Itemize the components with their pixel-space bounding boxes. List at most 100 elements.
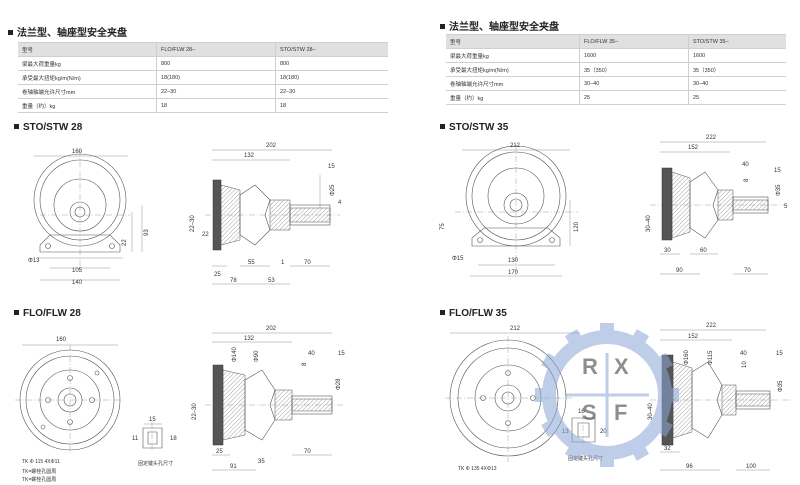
svg-text:15: 15 bbox=[328, 164, 335, 170]
flo35-title: FLO/FLW 35 bbox=[440, 308, 507, 319]
svg-text:140: 140 bbox=[72, 280, 83, 286]
bullet-square-icon bbox=[440, 310, 445, 315]
svg-text:100: 100 bbox=[746, 464, 757, 470]
left-section-title: 法兰型、轴座型安全夹盘 bbox=[8, 24, 127, 39]
svg-text:78: 78 bbox=[230, 278, 237, 284]
svg-text:90: 90 bbox=[676, 268, 683, 274]
svg-text:40: 40 bbox=[740, 351, 747, 357]
svg-text:8: 8 bbox=[302, 362, 308, 366]
flo35-front-view: 212 TK Φ 135 4XΦ13 bbox=[445, 326, 580, 472]
svg-text:130: 130 bbox=[508, 258, 519, 264]
bullet-square-icon bbox=[440, 124, 445, 129]
gear-tooth bbox=[541, 352, 561, 373]
svg-text:Φ15: Φ15 bbox=[452, 256, 464, 262]
watermark-letter-r: R bbox=[582, 354, 598, 379]
svg-text:160: 160 bbox=[56, 337, 67, 343]
svg-text:1: 1 bbox=[281, 260, 285, 266]
watermark-letter-f: F bbox=[614, 400, 627, 425]
svg-text:222: 222 bbox=[706, 135, 717, 141]
svg-text:固定键头孔尺寸: 固定键头孔尺寸 bbox=[568, 455, 603, 462]
sto35-front-view: 212 Φ15 130 170 75 120 bbox=[440, 143, 580, 277]
svg-text:32: 32 bbox=[664, 446, 671, 452]
svg-text:132: 132 bbox=[244, 336, 255, 342]
bullet-square-icon bbox=[14, 310, 19, 315]
svg-text:15: 15 bbox=[338, 351, 345, 357]
gear-tooth bbox=[564, 329, 585, 349]
svg-text:202: 202 bbox=[266, 143, 277, 149]
right-section-title: 法兰型、轴座型安全夹盘 bbox=[440, 18, 559, 33]
svg-text:22: 22 bbox=[202, 232, 209, 238]
svg-text:10: 10 bbox=[742, 361, 748, 368]
gear-tooth bbox=[653, 352, 673, 373]
svg-text:40: 40 bbox=[742, 162, 749, 168]
svg-text:15: 15 bbox=[776, 351, 783, 357]
svg-text:30–40: 30–40 bbox=[648, 403, 654, 420]
gear-tooth bbox=[541, 417, 561, 438]
gear-tooth bbox=[629, 329, 650, 349]
svg-text:70: 70 bbox=[304, 449, 311, 455]
svg-text:70: 70 bbox=[304, 260, 311, 266]
gear-tooth bbox=[564, 441, 585, 461]
gear-tooth bbox=[629, 441, 650, 461]
svg-text:Φ160: Φ160 bbox=[684, 350, 690, 365]
bullet-square-icon bbox=[8, 30, 13, 35]
svg-text:105: 105 bbox=[72, 268, 83, 274]
svg-text:25: 25 bbox=[216, 449, 223, 455]
table-row: 承受最大扭矩kg/m(N/m)18(180)18(180) bbox=[18, 70, 388, 85]
flo28-front-view: 160 TK Φ 115 4XΦ11 TK=螺栓孔圆周 TK=螺栓孔圆周 bbox=[15, 337, 125, 483]
sto28-side-view: 202 132 15 Φ25 4 22–30 22 25 55 1 70 78 … bbox=[190, 143, 342, 285]
gear-tooth bbox=[653, 417, 673, 438]
svg-text:30: 30 bbox=[664, 248, 671, 254]
svg-text:160: 160 bbox=[72, 149, 83, 155]
flo28-key-detail: 15 11 18 固定键头孔尺寸 bbox=[132, 417, 177, 467]
svg-text:Φ115: Φ115 bbox=[708, 350, 714, 365]
svg-text:TK Φ 115 4XΦ11: TK Φ 115 4XΦ11 bbox=[22, 459, 60, 465]
svg-text:60: 60 bbox=[700, 248, 707, 254]
svg-text:Φ28: Φ28 bbox=[336, 378, 342, 390]
watermark-gear-teeth bbox=[535, 323, 679, 467]
svg-text:91: 91 bbox=[230, 464, 237, 470]
svg-text:8: 8 bbox=[744, 178, 750, 182]
svg-text:40: 40 bbox=[308, 351, 315, 357]
svg-text:70: 70 bbox=[744, 268, 751, 274]
sto28-front-view: 160 Φ13 105 140 22 93 bbox=[28, 149, 150, 286]
svg-text:Φ90: Φ90 bbox=[254, 350, 260, 362]
svg-text:22–30: 22–30 bbox=[190, 215, 196, 232]
svg-text:Φ35: Φ35 bbox=[776, 184, 782, 196]
svg-text:22: 22 bbox=[122, 239, 128, 246]
svg-text:212: 212 bbox=[510, 326, 521, 332]
watermark-letter-s: S bbox=[582, 400, 597, 425]
bullet-square-icon bbox=[14, 124, 19, 129]
svg-text:202: 202 bbox=[266, 326, 277, 332]
bullet-square-icon bbox=[440, 24, 445, 29]
svg-text:170: 170 bbox=[508, 270, 519, 276]
svg-text:75: 75 bbox=[440, 223, 446, 230]
svg-text:222: 222 bbox=[706, 323, 717, 329]
svg-text:TK=螺栓孔圆周: TK=螺栓孔圆周 bbox=[22, 476, 56, 483]
svg-text:18: 18 bbox=[170, 436, 177, 442]
svg-text:120: 120 bbox=[574, 221, 580, 232]
sto35-side-view: 222 152 40 8 Φ35 15 5 30–40 30 60 90 70 bbox=[646, 135, 790, 275]
svg-text:96: 96 bbox=[686, 464, 693, 470]
svg-text:Φ25: Φ25 bbox=[330, 184, 336, 196]
flo28-title: FLO/FLW 28 bbox=[14, 308, 81, 319]
table-header-row: 型号 FLO/FLW 35– STO/STW 35– bbox=[446, 34, 786, 49]
watermark-gear-logo: R X S F bbox=[535, 323, 679, 467]
gear-tooth bbox=[535, 388, 549, 402]
flo28-side-view: 202 132 Φ140 Φ90 40 8 15 Φ28 22–30 25 70… bbox=[192, 326, 345, 471]
gear-tooth bbox=[665, 388, 679, 402]
sto35-title: STO/STW 35 bbox=[440, 122, 508, 133]
svg-text:5: 5 bbox=[784, 204, 788, 210]
svg-text:TK=螺栓孔圆周: TK=螺栓孔圆周 bbox=[22, 468, 56, 475]
svg-text:132: 132 bbox=[244, 153, 255, 159]
svg-text:30–40: 30–40 bbox=[646, 215, 652, 232]
svg-text:固定键头孔尺寸: 固定键头孔尺寸 bbox=[138, 460, 173, 467]
gear-tooth bbox=[600, 323, 614, 337]
